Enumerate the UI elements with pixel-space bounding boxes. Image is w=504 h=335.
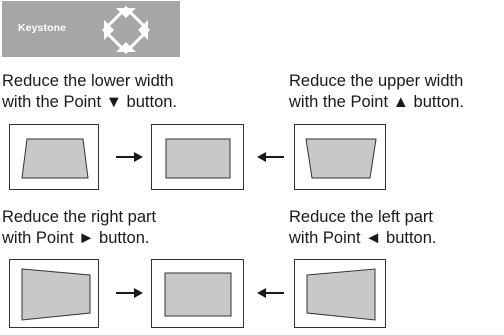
caption-line: Reduce the right part	[2, 208, 157, 226]
left-arrow-icon	[257, 152, 284, 162]
four-way-direction-pad-icon	[102, 6, 150, 54]
left-arrow-icon	[257, 288, 284, 298]
screen-frame-corrected	[151, 259, 244, 328]
caption-line: Reduce the lower width	[2, 72, 174, 90]
caption-line: with Point ► button.	[2, 229, 150, 247]
rectangle-screen-corrected	[165, 138, 231, 179]
trapezoid-screen-tall-left	[21, 268, 91, 321]
screen-frame-corrected	[151, 124, 244, 190]
caption-line: Reduce the left part	[289, 208, 434, 226]
caption-reduce-upper-width: Reduce the upper width with the Point ▲ …	[289, 71, 464, 113]
caption-line: with the Point ▼ button.	[2, 93, 178, 111]
keystone-title: Keystone	[18, 22, 67, 34]
trapezoid-screen-wide-top	[21, 138, 89, 179]
caption-line: Reduce the upper width	[289, 72, 464, 90]
caption-reduce-lower-width: Reduce the lower width with the Point ▼ …	[2, 71, 177, 113]
trapezoid-screen-tall-right	[306, 268, 376, 321]
screen-frame-left-part-reduced	[294, 259, 386, 328]
caption-reduce-left-part: Reduce the left part with Point ◄ button…	[289, 207, 437, 249]
screen-frame-lower-width-reduced	[9, 124, 99, 190]
screen-frame-upper-width-reduced	[294, 124, 386, 190]
keystone-header: Keystone	[2, 1, 180, 57]
screen-frame-right-part-reduced	[9, 259, 99, 328]
right-arrow-icon	[116, 152, 143, 162]
right-arrow-icon	[116, 288, 143, 298]
caption-reduce-right-part: Reduce the right part with Point ► butto…	[2, 207, 156, 249]
caption-line: with the Point ▲ button.	[289, 93, 465, 111]
caption-line: with Point ◄ button.	[289, 229, 437, 247]
rectangle-screen-corrected	[164, 272, 232, 317]
trapezoid-screen-wide-bottom	[305, 138, 377, 179]
